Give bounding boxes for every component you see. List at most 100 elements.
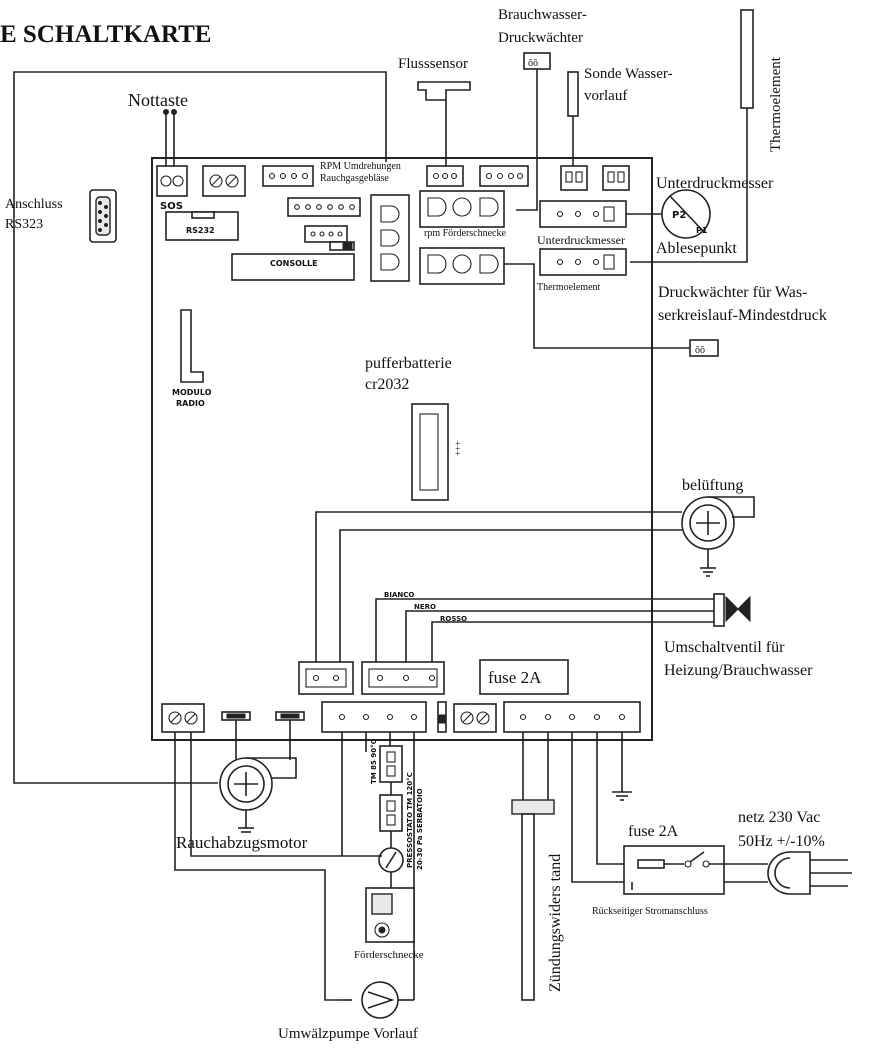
label-rs232: RS232	[186, 226, 215, 235]
sos-connector	[156, 165, 188, 197]
wire-power-l	[571, 732, 626, 883]
consolle-connector	[231, 253, 355, 281]
label-umwaelzpumpe: Umwälzpumpe Vorlauf	[278, 1026, 418, 1042]
label-umschalt-1: Umschaltventil für	[664, 639, 785, 656]
power-inlet-fuse	[623, 845, 725, 895]
label-pressostato-2: 20-30 Pa SERBATOIO	[416, 788, 424, 870]
wire-power-n	[596, 732, 626, 865]
thermoelement-connector	[539, 248, 627, 276]
label-druckwaechter: Druckwächter	[498, 30, 583, 46]
label-sonde-1: Sonde Wasser-	[584, 66, 673, 82]
rpm-foerder-connector	[419, 190, 505, 228]
aux-connector	[602, 165, 630, 191]
unterdruckmesser-connector	[539, 200, 627, 228]
wire-rosso	[431, 621, 714, 662]
connector-4pin	[262, 165, 314, 187]
label-anschluss: Anschluss	[5, 197, 63, 212]
thermoelement-probe	[740, 9, 754, 109]
label-flusssensor: Flusssensor	[398, 56, 468, 72]
thermostat-tm120	[379, 794, 403, 832]
zuendung-head	[511, 799, 555, 815]
unterdruckmesser-gauge	[661, 189, 711, 239]
label-nero: NERO	[414, 603, 436, 611]
umschaltventil-valve	[725, 595, 751, 623]
label-foerderschnecke: Förderschnecke	[354, 949, 424, 961]
label-ablesepunkt: Ablesepunkt	[656, 240, 737, 257]
wire-bianco	[375, 598, 714, 662]
label-rpm-foerder: rpm Förderschnecke	[424, 228, 506, 239]
connector-small	[304, 225, 348, 243]
label-umschalt-2: Heizung/Brauchwasser	[664, 662, 813, 679]
power-connector-vertical	[370, 194, 410, 282]
big-connector-2	[419, 247, 505, 285]
label-brauchwasser: Brauchwasser-	[498, 7, 587, 23]
label-rauchabzug: Rauchabzugsmotor	[176, 833, 308, 852]
label-sos: SOS	[160, 201, 183, 212]
bottom-5pin-connector	[321, 701, 427, 733]
label-dw-wasser-1: Druckwächter für Was-	[658, 284, 807, 301]
label-cr2032: cr2032	[365, 376, 409, 393]
zuendung-rod	[521, 813, 535, 1001]
wire-nero	[405, 610, 714, 662]
wire-rauchabzug	[13, 71, 387, 784]
fan-connector	[298, 661, 354, 695]
label-fuse-bottom: fuse 2A	[628, 823, 679, 840]
label-rpm: RPM Umdrehungen	[320, 161, 401, 172]
bottom-terminal-mid	[453, 703, 497, 733]
label-pressostato: PRESSOSTATO TM 120°C	[406, 772, 414, 868]
modulo-radio	[180, 309, 204, 383]
label-thermoelement-side: Thermoelement	[768, 56, 784, 152]
wire-brauchwasser	[516, 69, 538, 211]
wire-pumpe-left	[174, 732, 340, 1001]
rpm-fan-connector	[426, 165, 464, 187]
fuse-board	[479, 659, 569, 695]
svg-text:ōō: ōō	[528, 58, 538, 69]
label-zuendung: Zündungswiders tand	[547, 854, 564, 992]
svg-text:ōō: ōō	[695, 345, 705, 356]
label-p2: P2	[672, 210, 686, 221]
label-dw-wasser-2: serkreislauf-Mindestdruck	[658, 307, 827, 324]
flusssensor-connector	[479, 165, 529, 187]
label-nottaste: Nottaste	[128, 90, 188, 110]
label-rauchgas: Rauchgasgebläse	[320, 173, 389, 184]
label-bianco: BIANCO	[384, 591, 414, 599]
terminal-2-pole	[202, 165, 246, 197]
label-tm85: TM 85 90°C	[370, 739, 378, 784]
fuse-element	[637, 859, 665, 869]
power-plug	[767, 851, 811, 895]
bottom-terminal-left	[161, 703, 205, 733]
label-battery-plus: +++	[453, 441, 463, 456]
label-rosso: ROSSO	[440, 615, 467, 623]
sonde-connector	[560, 165, 588, 191]
jumper	[329, 241, 355, 251]
wire-belueftung-1	[315, 511, 682, 662]
wire-belueftung-2	[339, 529, 682, 662]
wire-druckwaechter-wasser	[504, 263, 690, 349]
label-sonde-2: vorlauf	[584, 88, 627, 104]
sonde-probe	[567, 71, 579, 117]
connector-6pin	[287, 197, 361, 217]
nottaste-pin	[163, 109, 169, 115]
wire-foerder-left	[190, 732, 382, 857]
label-unterdruckmesser: Unterdruckmesser	[656, 175, 774, 192]
label-netz-1: netz 230 Vac	[738, 809, 820, 826]
label-radio: RADIO	[176, 399, 205, 408]
label-belueftung: belüftung	[682, 477, 743, 494]
label-modulo: MODULO	[172, 388, 212, 397]
bottom-power-connector	[503, 701, 641, 733]
label-unterdruckmesser-small: Unterdruckmesser	[537, 233, 625, 247]
flusssensor-symbol	[417, 81, 471, 101]
battery-holder	[411, 403, 449, 501]
label-netz-2: 50Hz +/-10%	[738, 833, 825, 850]
umschaltventil-body	[713, 593, 725, 627]
label-fuse-board: fuse 2A	[488, 668, 542, 687]
label-rs323: RS323	[5, 217, 43, 232]
label-consolle: CONSOLLE	[270, 259, 318, 268]
diagram-title: E SCHALTKARTE	[0, 21, 211, 48]
label-p1: P1	[696, 226, 708, 235]
label-rueckseitig: Rückseitiger Stromanschluss	[592, 906, 708, 917]
label-thermoelement-small: Thermoelement	[537, 282, 601, 293]
druckwaechter-wasser-switch	[689, 339, 719, 357]
